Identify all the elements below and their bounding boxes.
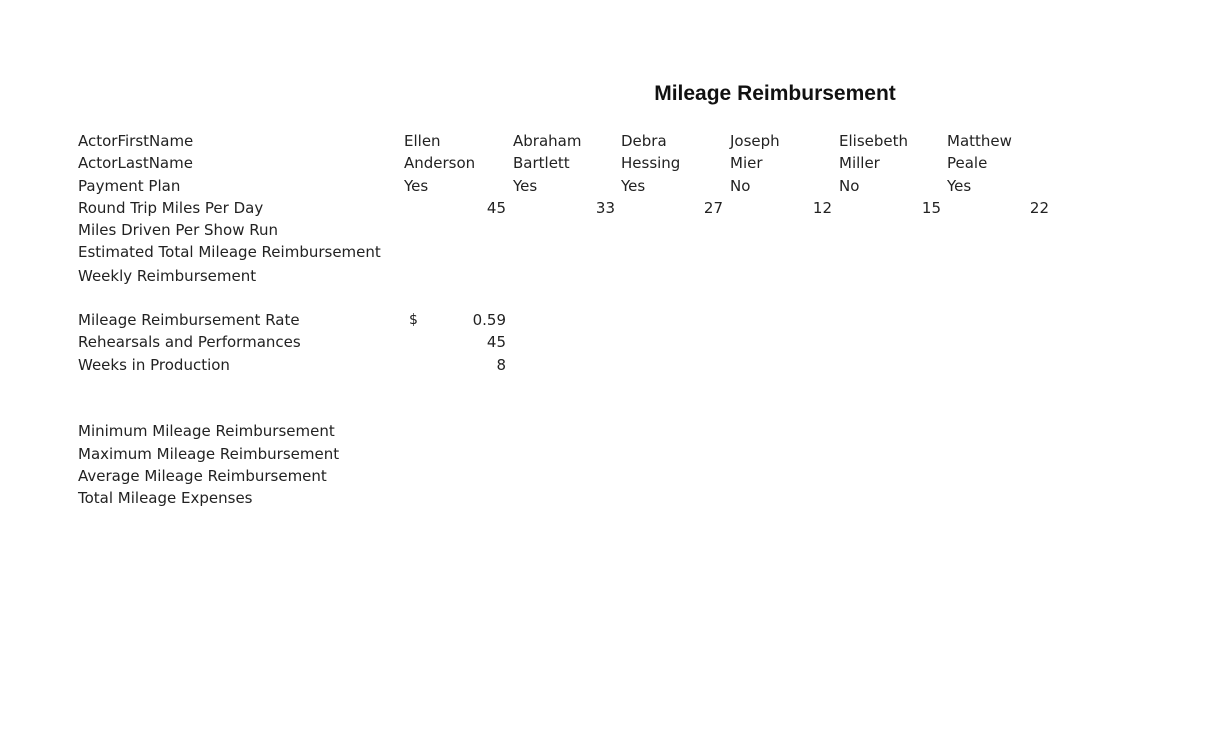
cell-round-trip-miles[interactable]: 45: [486, 199, 506, 217]
row-label-total-expenses[interactable]: Total Mileage Expenses: [78, 489, 253, 507]
cell-payment-plan[interactable]: No: [839, 177, 860, 195]
row-label-payment-plan[interactable]: Payment Plan: [78, 177, 181, 195]
cell-round-trip-miles[interactable]: 27: [703, 199, 723, 217]
row-label-average-reimbursement[interactable]: Average Mileage Reimbursement: [78, 467, 327, 485]
row-label-weekly-reimbursement[interactable]: Weekly Reimbursement: [78, 267, 257, 285]
cell-last-name[interactable]: Hessing: [621, 154, 681, 172]
cell-reimbursement-rate[interactable]: 0.59: [472, 311, 506, 329]
row-label-weeks-in-production[interactable]: Weeks in Production: [78, 356, 230, 374]
cell-round-trip-miles[interactable]: 12: [812, 199, 832, 217]
cell-last-name[interactable]: Anderson: [404, 154, 476, 172]
cell-last-name[interactable]: Mier: [730, 154, 763, 172]
cell-first-name[interactable]: Abraham: [513, 132, 582, 150]
row-label-last-name[interactable]: ActorLastName: [78, 154, 193, 172]
cell-rehearsals[interactable]: 45: [486, 333, 506, 351]
cell-payment-plan[interactable]: Yes: [513, 177, 538, 195]
cell-round-trip-miles[interactable]: 22: [1029, 199, 1049, 217]
cell-round-trip-miles[interactable]: 33: [595, 199, 615, 217]
row-label-round-trip-miles[interactable]: Round Trip Miles Per Day: [78, 199, 264, 217]
cell-first-name[interactable]: Ellen: [404, 132, 441, 150]
row-label-minimum-reimbursement[interactable]: Minimum Mileage Reimbursement: [78, 422, 335, 440]
cell-weeks-in-production[interactable]: 8: [496, 356, 506, 374]
cell-first-name[interactable]: Joseph: [730, 132, 780, 150]
currency-symbol: $: [409, 312, 418, 328]
cell-last-name[interactable]: Bartlett: [513, 154, 570, 172]
cell-first-name[interactable]: Elisebeth: [839, 132, 908, 150]
row-label-first-name[interactable]: ActorFirstName: [78, 132, 194, 150]
row-label-rehearsals[interactable]: Rehearsals and Performances: [78, 333, 301, 351]
cell-last-name[interactable]: Peale: [947, 154, 988, 172]
cell-first-name[interactable]: Debra: [621, 132, 667, 150]
cell-payment-plan[interactable]: Yes: [404, 177, 429, 195]
cell-payment-plan[interactable]: Yes: [621, 177, 646, 195]
cell-first-name[interactable]: Matthew: [947, 132, 1012, 150]
cell-last-name[interactable]: Miller: [839, 154, 880, 172]
cell-payment-plan[interactable]: Yes: [947, 177, 972, 195]
row-label-reimbursement-rate[interactable]: Mileage Reimbursement Rate: [78, 311, 300, 329]
cell-payment-plan[interactable]: No: [730, 177, 751, 195]
sheet-title: Mileage Reimbursement: [654, 82, 896, 105]
cell-round-trip-miles[interactable]: 15: [921, 199, 941, 217]
row-label-maximum-reimbursement[interactable]: Maximum Mileage Reimbursement: [78, 445, 340, 463]
row-label-miles-driven[interactable]: Miles Driven Per Show Run: [78, 221, 279, 239]
row-label-estimated-total[interactable]: Estimated Total Mileage Reimbursement: [78, 243, 381, 261]
